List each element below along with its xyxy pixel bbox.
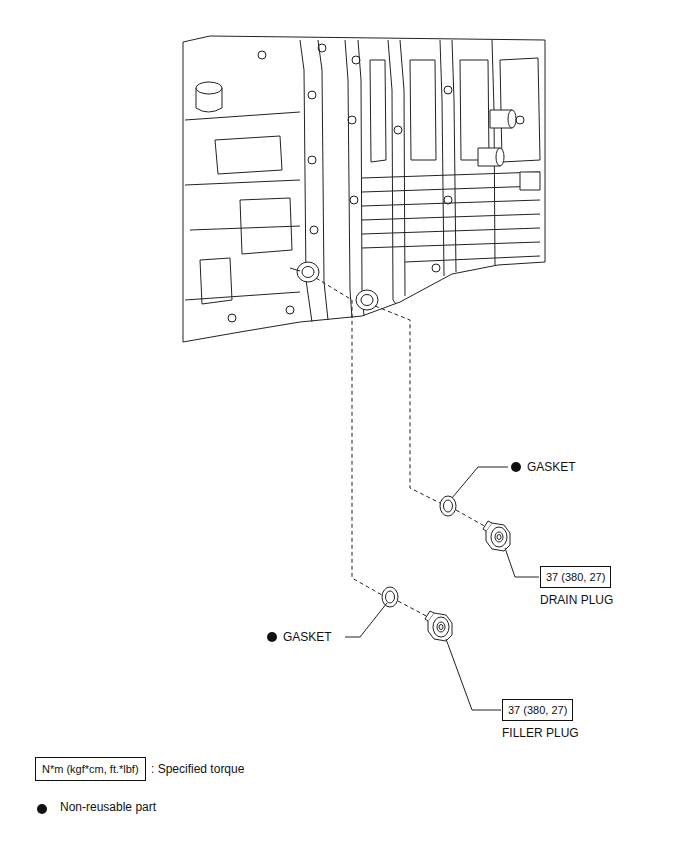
transmission-case xyxy=(362,172,540,178)
transmission-case xyxy=(362,228,540,234)
transmission-case xyxy=(362,186,540,192)
transmission-case xyxy=(185,112,300,120)
transmission-case xyxy=(370,60,386,162)
transmission-case xyxy=(520,172,540,190)
transmission-case xyxy=(185,180,300,185)
part-label: GASKET xyxy=(283,630,332,644)
transmission-case xyxy=(240,198,292,254)
transmission-case xyxy=(228,314,236,322)
transmission-case xyxy=(350,196,358,204)
transmission-case xyxy=(516,116,524,124)
part-label: GASKET xyxy=(527,460,576,474)
filler-plug-drawing xyxy=(425,611,434,621)
drain-plug-drawing xyxy=(483,521,510,551)
transmission-case xyxy=(345,40,352,318)
transmission-case xyxy=(318,44,326,52)
drain-plug-drawing xyxy=(491,527,507,547)
leader-lines xyxy=(345,467,539,710)
leader-lines xyxy=(446,639,501,710)
transmission-case xyxy=(308,156,316,164)
transmission-case xyxy=(460,60,489,160)
leader-lines xyxy=(452,467,508,498)
drain-plug-drawing xyxy=(495,532,503,542)
filler-plug-drawing xyxy=(439,625,443,630)
torque-spec: 37 (380, 27) xyxy=(540,566,611,588)
transmission-case xyxy=(215,136,282,174)
part-name: DRAIN PLUG xyxy=(540,593,613,607)
transmission-case xyxy=(348,116,356,124)
transmission-case xyxy=(388,40,396,304)
drain-plug-drawing xyxy=(486,523,510,551)
legend-text: Non-reusable part xyxy=(60,800,156,814)
transmission-case xyxy=(444,86,452,94)
dashed-guide-lines xyxy=(316,278,382,595)
transmission-case xyxy=(452,40,456,272)
torque-spec: 37 (380, 27) xyxy=(502,699,573,721)
gasket-drawings xyxy=(444,500,453,512)
transmission-case xyxy=(318,40,328,320)
gasket-drawings xyxy=(386,591,395,603)
transmission-case xyxy=(356,290,378,310)
transmission-case xyxy=(286,306,294,314)
transmission-case xyxy=(190,226,300,230)
transmission-case xyxy=(352,56,360,64)
gasket-drawings xyxy=(440,496,456,516)
transmission-case xyxy=(410,60,436,160)
drain-plug-drawing xyxy=(483,521,492,531)
filler-plug-drawing xyxy=(433,617,449,637)
gasket-drawings xyxy=(382,496,456,607)
transmission-case xyxy=(432,264,440,272)
transmission-case xyxy=(196,82,222,94)
non-reusable-marks xyxy=(511,462,521,472)
transmission-case xyxy=(362,242,540,248)
dashed-guide-lines xyxy=(456,510,488,528)
dashed-guide-lines xyxy=(375,306,440,503)
leader-lines xyxy=(505,548,539,577)
transmission-case xyxy=(183,36,545,342)
torque-unit-box: N*m (kgf*cm, ft.*lbf) xyxy=(35,757,146,781)
drain-plug-drawing xyxy=(497,535,501,540)
transmission-case xyxy=(405,256,540,262)
filler-plug-drawing xyxy=(425,611,452,641)
legend-text: : Specified torque xyxy=(151,762,244,776)
transmission-case xyxy=(308,91,316,99)
transmission-case xyxy=(183,36,545,342)
non-reusable-marks xyxy=(37,804,47,814)
gasket-drawings xyxy=(382,587,398,607)
transmission-case xyxy=(496,148,504,166)
leader-lines xyxy=(345,603,387,637)
transmission-case xyxy=(290,268,300,271)
transmission-case xyxy=(297,262,319,282)
transmission-case xyxy=(508,110,516,128)
torque-node: 37 (380, 27) DRAIN PLUG xyxy=(540,566,613,607)
transmission-case xyxy=(362,214,540,220)
transmission-case xyxy=(440,40,444,276)
transmission-case xyxy=(394,126,402,134)
transmission-case xyxy=(361,295,373,306)
dashed-guide-lines xyxy=(316,278,488,618)
torque-node: 37 (380, 27) FILLER PLUG xyxy=(502,699,579,740)
transmission-case xyxy=(258,51,266,59)
filler-plug-drawing xyxy=(428,613,452,641)
part-name: FILLER PLUG xyxy=(502,726,579,740)
torque-node: N*m (kgf*cm, ft.*lbf) xyxy=(35,757,146,781)
transmission-case xyxy=(400,40,405,296)
dashed-guide-lines xyxy=(398,601,430,618)
transmission-case xyxy=(310,226,318,234)
non-reusable-marks xyxy=(267,632,277,642)
filler-plug-drawing xyxy=(437,622,445,632)
transmission-case xyxy=(444,196,452,204)
transmission-case xyxy=(185,292,300,300)
transmission-case xyxy=(302,267,314,278)
